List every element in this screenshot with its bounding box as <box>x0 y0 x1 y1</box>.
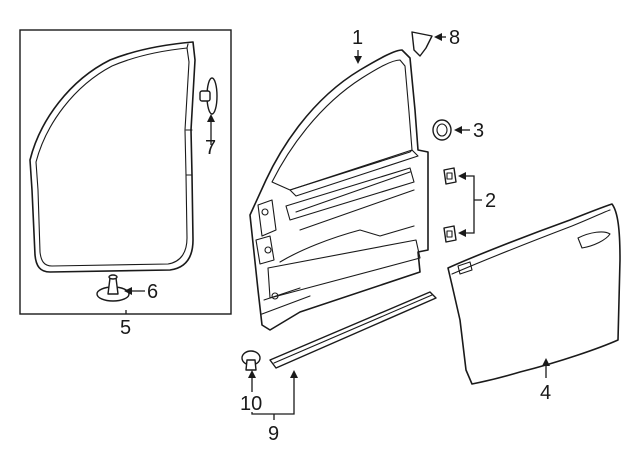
arrow-7 <box>207 114 215 122</box>
outer-panel <box>447 203 621 385</box>
callout-8: 8 <box>449 27 460 49</box>
callout-10: 10 <box>240 393 262 415</box>
arrow-10 <box>248 370 256 378</box>
retainer-7-part <box>199 77 218 115</box>
door-shell <box>249 49 429 331</box>
callout-2: 2 <box>485 190 496 212</box>
arrow-3 <box>454 126 462 134</box>
arrow-2a <box>458 172 466 180</box>
callout-7: 7 <box>205 137 216 159</box>
bracket-8-part <box>411 31 433 57</box>
arrow-6 <box>124 287 132 295</box>
callout-5: 5 <box>120 317 131 339</box>
leader-2 <box>462 175 482 234</box>
plug-3-part <box>432 119 452 141</box>
arrow-4 <box>542 358 550 366</box>
clip-2-upper-part <box>443 167 457 185</box>
callout-6: 6 <box>147 281 158 303</box>
arrow-1 <box>354 56 362 64</box>
arrow-9 <box>290 370 298 378</box>
leader-9 <box>251 374 295 420</box>
callout-9: 9 <box>268 423 279 445</box>
clip-2-lower-part <box>443 225 457 243</box>
door-weatherstrip <box>29 41 196 273</box>
lower-molding-part <box>269 291 437 369</box>
weatherstrip-inset <box>19 29 232 315</box>
arrow-8 <box>434 33 442 41</box>
inset-frame <box>19 29 232 315</box>
callout-4: 4 <box>540 382 551 404</box>
molding-clip-10-part <box>241 350 261 371</box>
arrow-2b <box>458 229 466 237</box>
callout-1: 1 <box>352 27 363 49</box>
callout-3: 3 <box>473 120 484 142</box>
clip-6-part <box>96 274 130 302</box>
